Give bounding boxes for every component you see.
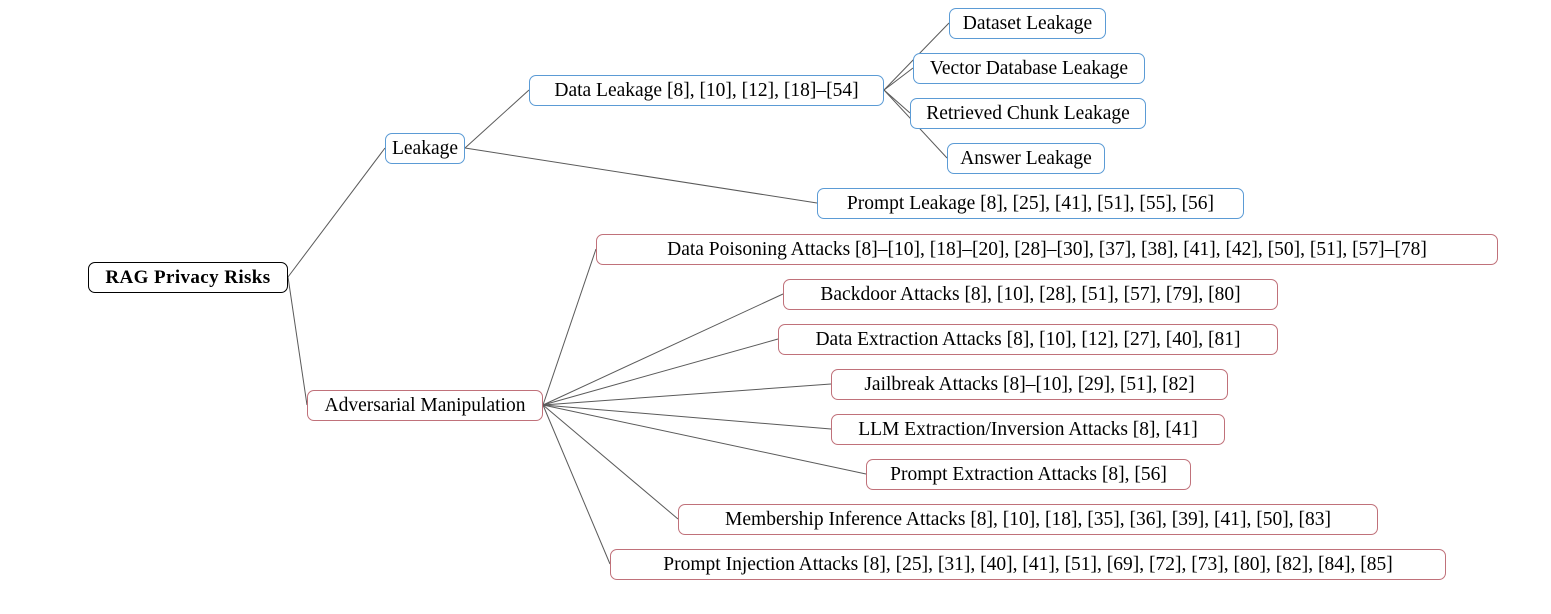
edge-adv-llmextraction	[542, 404, 832, 430]
node-prompt-injection-attacks[interactable]: Prompt Injection Attacks [8], [25], [31]…	[610, 549, 1446, 580]
edge-root-leakage	[287, 147, 386, 278]
node-membership-inference-attacks[interactable]: Membership Inference Attacks [8], [10], …	[678, 504, 1378, 535]
node-label: Data Leakage [8], [10], [12], [18]–[54]	[554, 79, 859, 101]
node-prompt-leakage[interactable]: Prompt Leakage [8], [25], [41], [51], [5…	[817, 188, 1244, 219]
edge-dataleakage-retrieved	[883, 89, 911, 114]
node-label: RAG Privacy Risks	[105, 267, 271, 288]
edge-adv-backdoor	[542, 293, 784, 406]
edge-root-adversarial	[287, 276, 308, 406]
node-label: Prompt Injection Attacks [8], [25], [31]…	[663, 553, 1393, 575]
node-vector-database-leakage[interactable]: Vector Database Leakage	[913, 53, 1145, 84]
node-label: Prompt Extraction Attacks [8], [56]	[890, 463, 1167, 485]
node-retrieved-chunk-leakage[interactable]: Retrieved Chunk Leakage	[910, 98, 1146, 129]
node-adversarial-manipulation[interactable]: Adversarial Manipulation	[307, 390, 543, 421]
edge-leakage-prompt-leakage	[464, 147, 818, 204]
node-label: Data Extraction Attacks [8], [10], [12],…	[815, 328, 1241, 350]
node-jailbreak-attacks[interactable]: Jailbreak Attacks [8]–[10], [29], [51], …	[831, 369, 1228, 400]
node-label: Data Poisoning Attacks [8]–[10], [18]–[2…	[667, 238, 1427, 260]
edge-adv-promptinjection	[542, 404, 611, 565]
edge-adv-poisoning	[542, 248, 597, 406]
node-answer-leakage[interactable]: Answer Leakage	[947, 143, 1105, 174]
node-label: Membership Inference Attacks [8], [10], …	[725, 508, 1331, 530]
node-root[interactable]: RAG Privacy Risks	[88, 262, 288, 293]
edge-adv-membership	[542, 404, 679, 520]
edge-adv-promptextraction	[542, 404, 867, 475]
node-data-leakage[interactable]: Data Leakage [8], [10], [12], [18]–[54]	[529, 75, 884, 106]
node-label: Adversarial Manipulation	[324, 394, 526, 416]
edge-adv-jailbreak	[542, 383, 832, 406]
edge-adv-dataextraction	[542, 338, 779, 406]
node-label: Jailbreak Attacks [8]–[10], [29], [51], …	[864, 373, 1195, 395]
node-leakage[interactable]: Leakage	[385, 133, 465, 164]
node-label: Retrieved Chunk Leakage	[926, 102, 1130, 124]
node-label: Answer Leakage	[960, 147, 1092, 169]
node-llm-extraction-inversion-attacks[interactable]: LLM Extraction/Inversion Attacks [8], [4…	[831, 414, 1225, 445]
node-prompt-extraction-attacks[interactable]: Prompt Extraction Attacks [8], [56]	[866, 459, 1191, 490]
node-label: Leakage	[391, 137, 459, 159]
node-label: Backdoor Attacks [8], [10], [28], [51], …	[820, 283, 1241, 305]
edge-leakage-data-leakage	[464, 89, 530, 149]
node-label: Dataset Leakage	[962, 12, 1093, 34]
node-label: Vector Database Leakage	[929, 57, 1129, 79]
node-label: Prompt Leakage [8], [25], [41], [51], [5…	[846, 192, 1215, 214]
node-backdoor-attacks[interactable]: Backdoor Attacks [8], [10], [28], [51], …	[783, 279, 1278, 310]
node-data-poisoning-attacks[interactable]: Data Poisoning Attacks [8]–[10], [18]–[2…	[596, 234, 1498, 265]
node-data-extraction-attacks[interactable]: Data Extraction Attacks [8], [10], [12],…	[778, 324, 1278, 355]
edge-dataleakage-vectordb	[883, 67, 914, 91]
node-dataset-leakage[interactable]: Dataset Leakage	[949, 8, 1106, 39]
node-label: LLM Extraction/Inversion Attacks [8], [4…	[858, 418, 1198, 440]
